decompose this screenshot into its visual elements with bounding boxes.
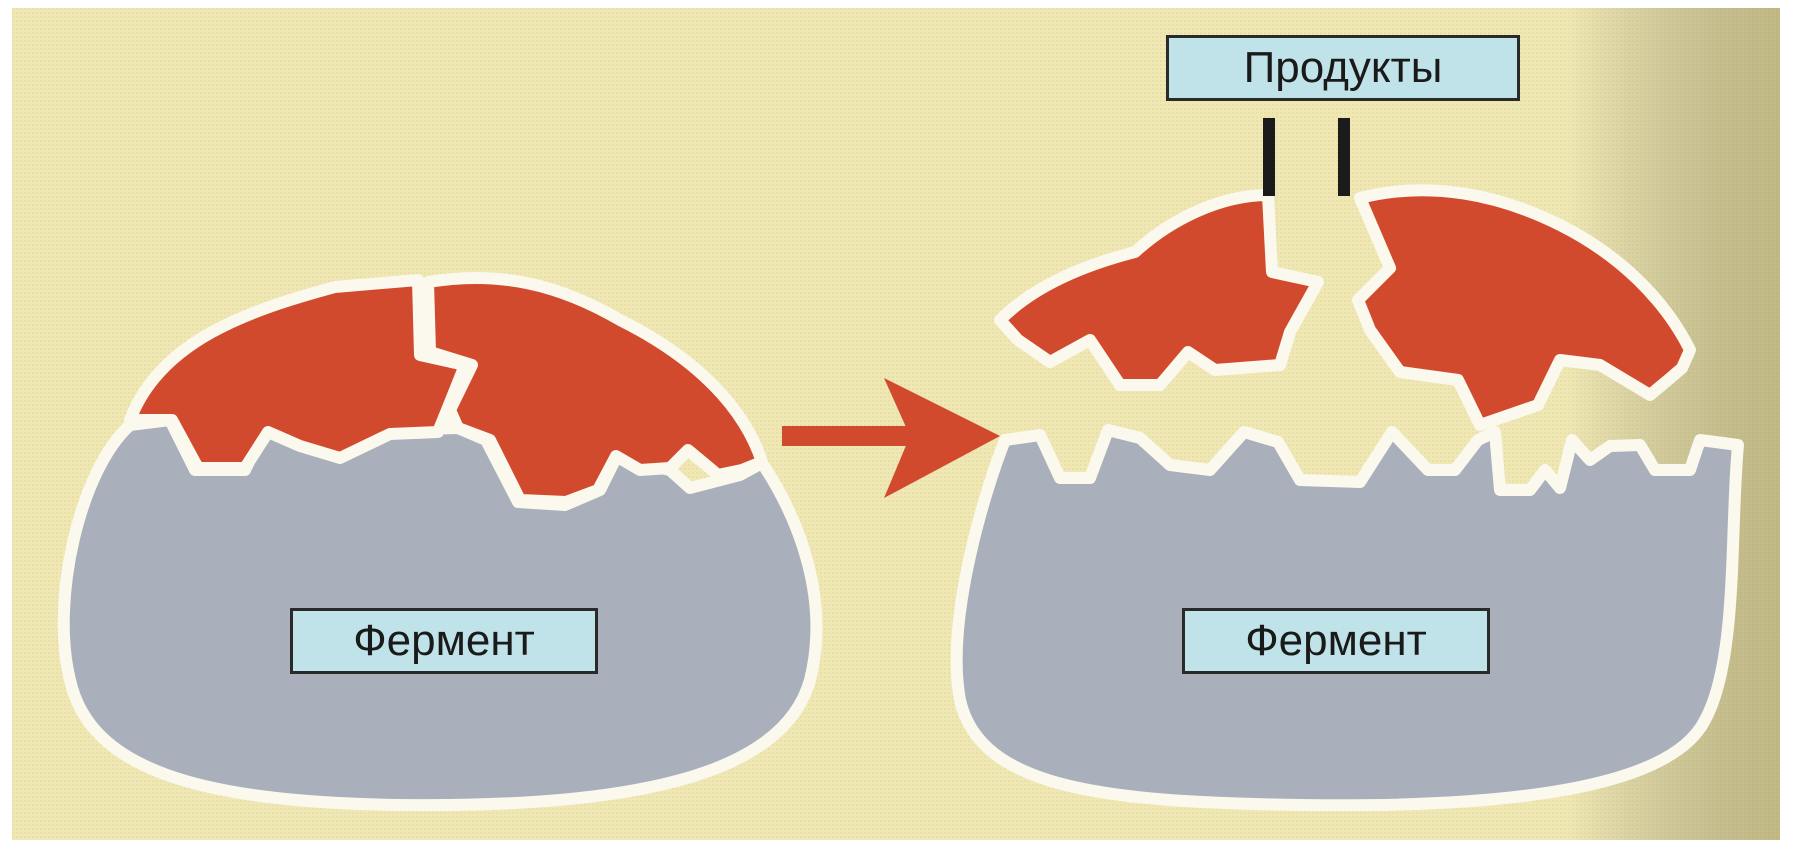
products-pointer-right [1338, 118, 1350, 196]
enzyme-label-right: Фермент [1182, 608, 1490, 674]
products-pointer-left [1263, 118, 1275, 196]
products-label: Продукты [1166, 35, 1520, 101]
enzyme-label-left: Фермент [290, 608, 598, 674]
arrow-shaft [782, 426, 922, 446]
